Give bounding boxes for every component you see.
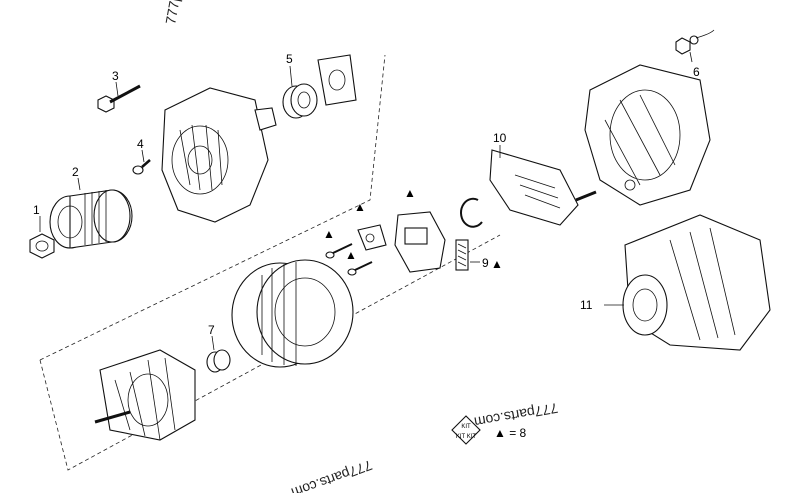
callout-2: 2 (72, 165, 79, 179)
brush-holder-plate (357, 224, 387, 251)
callout-4: 4 (137, 137, 144, 151)
kit-marker: ▲ (323, 227, 335, 241)
callout-1: 1 (33, 203, 40, 217)
part-10-rectifier (489, 145, 597, 226)
small-screws (325, 243, 373, 276)
part-5-bearing (282, 65, 318, 119)
part-4-screw (132, 149, 151, 175)
retainer-plate (317, 54, 357, 106)
kit-legend: ▲ = 8 (494, 426, 527, 440)
voltage-regulator (394, 211, 446, 273)
front-housing (161, 87, 277, 223)
kit-marker: ▲ (491, 257, 503, 271)
part-6-nut (675, 29, 715, 63)
kit-marker: ▲ (345, 248, 357, 262)
callout-6: 6 (693, 65, 700, 79)
assembly-guide-lines-lower (39, 234, 501, 471)
callout-10: 10 (493, 131, 507, 145)
part-11-alternator-assembly (604, 214, 771, 351)
part-1-nut (29, 216, 55, 259)
kit-badge-top: KIT (461, 424, 471, 430)
callout-9: 9 (482, 256, 489, 270)
rotor (94, 349, 196, 441)
kit-marker: ▲ (354, 200, 366, 214)
callout-7: 7 (208, 323, 215, 337)
callout-3: 3 (112, 69, 119, 83)
watermark: 777parts.com (289, 457, 374, 493)
stator (231, 259, 354, 368)
kit-badge: KIT KIT KIT (451, 415, 481, 445)
rear-housing (584, 64, 711, 206)
watermark: 777parts.com (162, 0, 192, 26)
circlip (460, 197, 483, 228)
kit-marker: ▲ (404, 186, 416, 200)
part-9-brushes (455, 239, 480, 271)
part-7-bearing (206, 335, 231, 373)
part-3-long-bolt (97, 81, 141, 113)
assembly-guide-lines (39, 54, 386, 361)
callout-11: 11 (580, 298, 593, 312)
callout-5: 5 (286, 52, 293, 66)
part-2-pulley (49, 177, 133, 249)
kit-badge-bottom: KIT KIT (456, 434, 477, 440)
